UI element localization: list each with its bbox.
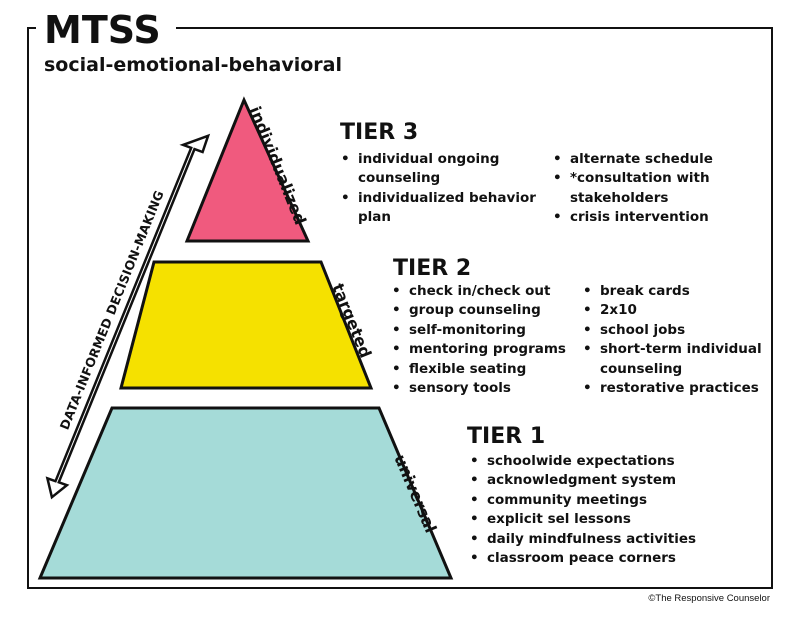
title-mask [36, 10, 176, 50]
tier3-triangle [184, 96, 311, 243]
tier2-list-right: break cards2x10school jobsshort-term ind… [580, 282, 770, 399]
list-item: mentoring programs [389, 340, 579, 360]
list-item: short-term individual counseling [580, 340, 770, 379]
credit-text: ©The Responsive Counselor [648, 593, 770, 604]
list-item: flexible seating [389, 360, 579, 380]
list-item: check in/check out [389, 282, 579, 302]
list-item: schoolwide expectations [467, 452, 757, 472]
list-item: 2x10 [580, 301, 770, 321]
list-item: explicit sel lessons [467, 510, 757, 530]
page-title: MTSS [44, 8, 161, 52]
tier2-list-left: check in/check outgroup counselingself-m… [389, 282, 579, 399]
tier3-heading: TIER 3 [340, 120, 419, 145]
list-item: group counseling [389, 301, 579, 321]
tier3-list-right: alternate schedule*consultation with sta… [550, 150, 750, 228]
list-item: break cards [580, 282, 770, 302]
tier2-trapezoid [119, 260, 374, 390]
list-item: classroom peace corners [467, 549, 757, 569]
list-item: acknowledgment system [467, 471, 757, 491]
list-item: individualized behavior plan [338, 189, 548, 228]
tier3-list-left: individual ongoing counselingindividuali… [338, 150, 548, 228]
list-item: *consultation with stakeholders [550, 169, 750, 208]
decision-arrow [45, 133, 211, 500]
list-item: alternate schedule [550, 150, 750, 170]
tier1-list: schoolwide expectationsacknowledgment sy… [467, 452, 757, 569]
list-item: daily mindfulness activities [467, 530, 757, 550]
tier2-heading: TIER 2 [393, 256, 472, 281]
list-item: crisis intervention [550, 208, 750, 228]
list-item: restorative practices [580, 379, 770, 399]
diagram-frame [27, 27, 773, 589]
tier1-heading: TIER 1 [467, 424, 546, 449]
tier1-trapezoid [37, 406, 454, 580]
list-item: individual ongoing counseling [338, 150, 548, 189]
list-item: school jobs [580, 321, 770, 341]
list-item: sensory tools [389, 379, 579, 399]
list-item: self-monitoring [389, 321, 579, 341]
list-item: community meetings [467, 491, 757, 511]
page-subtitle: social-emotional-behavioral [44, 54, 342, 76]
